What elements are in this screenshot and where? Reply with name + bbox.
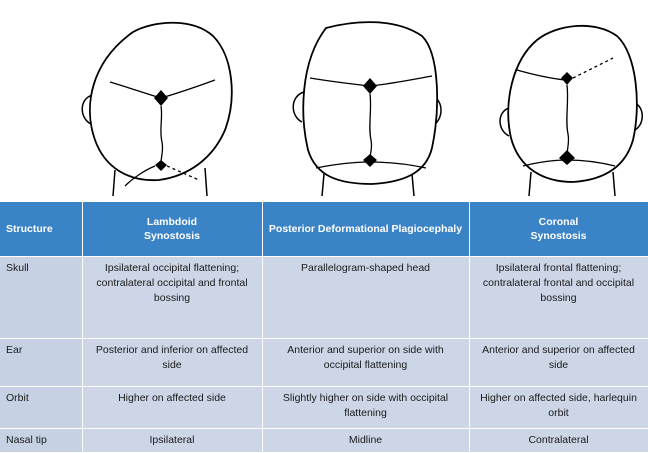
- header-coronal-line1: Coronal: [538, 216, 579, 228]
- cell-lambdoid: Higher on affected side: [82, 386, 263, 429]
- cell-lambdoid: Posterior and inferior on affected side: [82, 338, 263, 387]
- header-lambdoid-line1: Lambdoid: [146, 216, 198, 228]
- table-row: Skull Ipsilateral occipital flattening; …: [0, 256, 648, 339]
- cell-pdp: Slightly higher on side with occipital f…: [262, 386, 470, 429]
- row-label: Orbit: [0, 386, 83, 429]
- header-lambdoid-line2: Synostosis: [143, 230, 201, 242]
- posterior-fontanelle: [559, 150, 575, 165]
- cell-coronal: Higher on affected side, harlequin orbit: [469, 386, 648, 429]
- row-label: Skull: [0, 256, 83, 339]
- table-row: Ear Posterior and inferior on affected s…: [0, 338, 648, 387]
- header-coronal-synostosis: Coronal Synostosis: [469, 202, 648, 257]
- cell-pdp: Parallelogram-shaped head: [262, 256, 470, 339]
- table-row: Orbit Higher on affected side Slightly h…: [0, 386, 648, 429]
- coronal-suture-open: [516, 69, 566, 81]
- left-ear: [499, 107, 510, 137]
- neck-left: [321, 173, 325, 197]
- posterior-fontanelle: [155, 160, 167, 171]
- row-label: Ear: [0, 338, 83, 387]
- left-ear: [81, 94, 94, 125]
- anterior-fontanelle: [154, 90, 168, 106]
- cell-coronal: Ipsilateral frontal flattening; contrala…: [469, 256, 648, 339]
- header-coronal-line2: Synostosis: [530, 230, 587, 242]
- left-ear: [292, 91, 305, 123]
- lambdoid-suture-left: [124, 165, 156, 187]
- neck-right: [411, 173, 415, 197]
- head-outline: [507, 24, 638, 183]
- lambdoid-suture: [315, 161, 427, 169]
- neck-right: [612, 171, 616, 197]
- coronal-suture-fused: [572, 57, 614, 79]
- posterior-fontanelle: [363, 154, 377, 167]
- header-row: Structure Lambdoid Synostosis Posterior …: [0, 202, 648, 257]
- lambdoid-suture: [522, 159, 616, 167]
- coronal-synostosis-skull-drawing: [495, 10, 645, 198]
- anterior-fontanelle: [561, 72, 573, 85]
- header-posterior-deformational-plagiocephaly: Posterior Deformational Plagiocephaly: [262, 202, 470, 257]
- neck-left: [528, 171, 532, 197]
- header-structure: Structure: [0, 202, 83, 257]
- header-lambdoid-synostosis: Lambdoid Synostosis: [82, 202, 263, 257]
- cell-coronal: Anterior and superior on affected side: [469, 338, 648, 387]
- deformational-plagiocephaly-skull-drawing: [286, 10, 446, 198]
- lambdoid-synostosis-skull-drawing: [75, 10, 235, 198]
- cell-lambdoid: Ipsilateral occipital flattening; contra…: [82, 256, 263, 339]
- skull-illustrations: [0, 0, 648, 202]
- cell-pdp: Anterior and superior on side with occip…: [262, 338, 470, 387]
- neck-right: [204, 167, 208, 197]
- comparison-table: Structure Lambdoid Synostosis Posterior …: [0, 202, 648, 453]
- anterior-fontanelle: [363, 78, 377, 94]
- neck-left: [112, 169, 116, 197]
